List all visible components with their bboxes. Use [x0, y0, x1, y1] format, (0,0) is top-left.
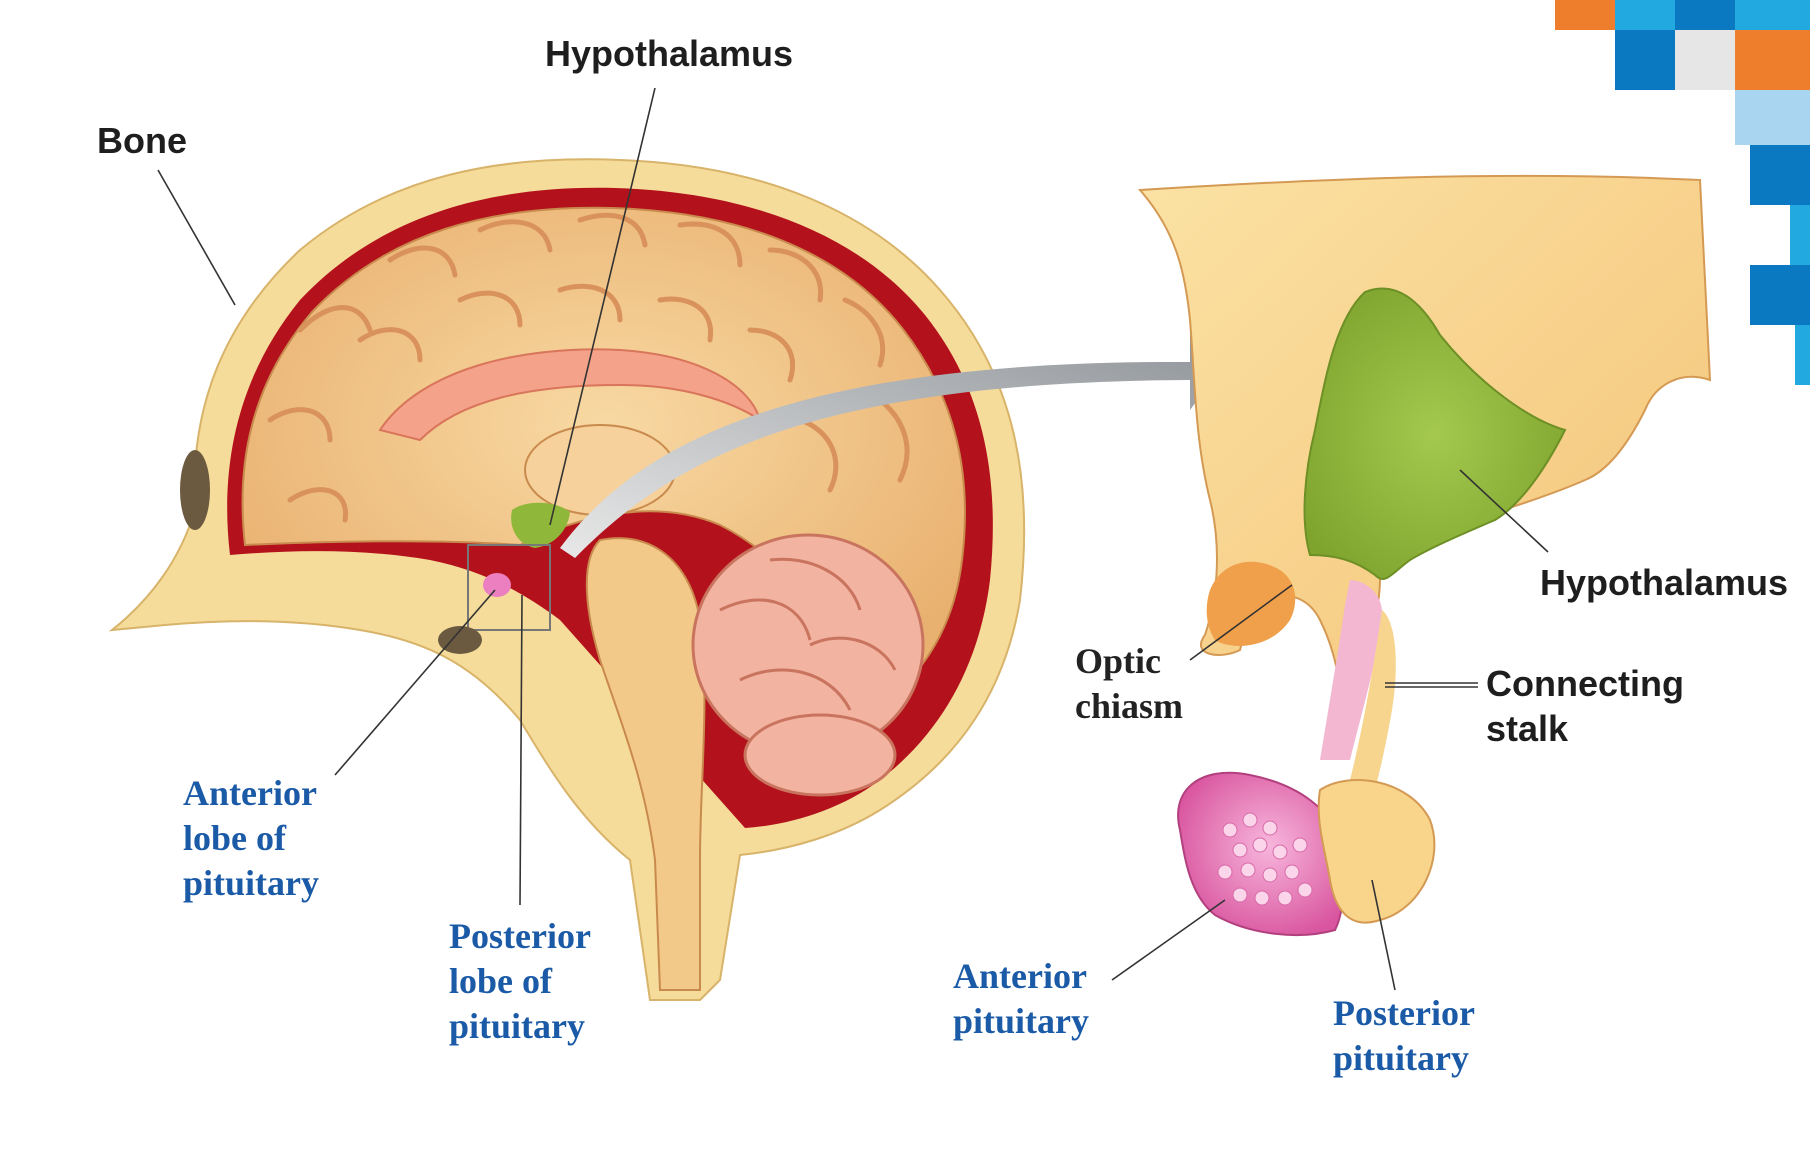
deco-square — [1795, 325, 1810, 385]
deco-square — [1555, 0, 1615, 30]
deco-square — [1735, 90, 1810, 145]
label-anterior-lobe-line2: lobe of — [183, 818, 287, 858]
label-bone: Bone — [97, 120, 187, 161]
label-optic-chiasm-line1: Optic — [1075, 641, 1161, 681]
posterior-pituitary — [1317, 779, 1436, 924]
label-posterior-lobe-line1: Posterior — [449, 916, 591, 956]
labels: Hypothalamus Bone Anterior lobe of pitui… — [97, 33, 1788, 1078]
label-anterior-lobe-line3: pituitary — [183, 863, 319, 903]
leader-posterior-lobe — [519, 594, 523, 906]
label-connecting-stalk-line1: Connecting — [1486, 663, 1684, 704]
leader-posterior-pituitary — [1371, 879, 1396, 991]
leader-hypothalamus-top — [549, 87, 656, 526]
label-hypothalamus-top: Hypothalamus — [545, 33, 793, 74]
pituitary-enlarged-illustration — [1137, 174, 1712, 936]
hypothalamus-small — [511, 502, 570, 548]
cerebellum — [691, 533, 925, 797]
corner-decoration — [1555, 0, 1810, 385]
leader-hypothalamus-right — [1459, 469, 1549, 553]
deco-square — [1750, 145, 1810, 205]
label-posterior-pituitary-line2: pituitary — [1333, 1038, 1469, 1078]
deco-square — [1735, 30, 1810, 90]
deco-square — [1675, 0, 1735, 30]
brain-sagittal-illustration — [108, 158, 1026, 1001]
connecting-stalk — [1320, 580, 1382, 760]
leader-optic-chiasm — [1189, 584, 1293, 661]
anterior-pituitary-cells — [1217, 812, 1313, 906]
label-hypothalamus-right: Hypothalamus — [1540, 562, 1788, 603]
label-posterior-lobe-line2: lobe of — [449, 961, 553, 1001]
pituitary-small — [483, 573, 511, 597]
connecting-stalk-right — [1350, 610, 1396, 790]
leader-bone — [157, 169, 236, 306]
leader-lines — [157, 87, 1549, 991]
label-posterior-pituitary-line1: Posterior — [1333, 993, 1475, 1033]
deco-square — [1615, 0, 1675, 30]
label-anterior-lobe-line1: Anterior — [183, 773, 317, 813]
deco-square — [1615, 30, 1675, 90]
leader-anterior-pituitary — [1111, 899, 1226, 981]
sinus-shadow — [438, 626, 482, 654]
gyri — [267, 212, 910, 523]
deco-square — [1735, 0, 1810, 30]
optic-chiasm — [1206, 561, 1296, 646]
zoom-arrow — [560, 330, 1220, 558]
label-anterior-pituitary-line2: pituitary — [953, 1001, 1089, 1041]
deco-square — [1750, 265, 1810, 325]
label-connecting-stalk-line2: stalk — [1486, 708, 1569, 749]
deco-square — [1675, 30, 1735, 90]
sinus-shadow — [180, 450, 210, 530]
label-optic-chiasm-line2: chiasm — [1075, 686, 1183, 726]
deco-square — [1790, 205, 1810, 265]
zoom-box — [467, 544, 551, 631]
brainstem — [585, 537, 706, 991]
leader-anterior-lobe — [334, 589, 496, 776]
label-posterior-lobe-line3: pituitary — [449, 1006, 585, 1046]
label-anterior-pituitary-line1: Anterior — [953, 956, 1087, 996]
